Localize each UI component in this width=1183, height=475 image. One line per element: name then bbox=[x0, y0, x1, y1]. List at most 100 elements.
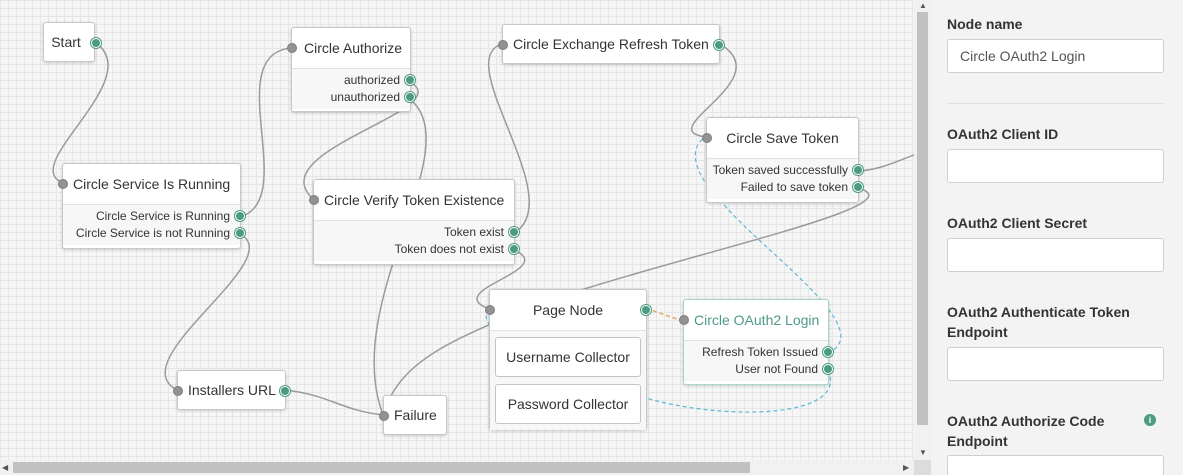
node-outputs: Refresh Token Issued User not Found bbox=[684, 340, 833, 381]
connection-service-authorize[interactable] bbox=[239, 47, 292, 218]
node-save-token[interactable]: Circle Save Token Token saved successful… bbox=[702, 117, 863, 203]
journey-canvas[interactable]: Start Circle Authorize authorized unauth… bbox=[0, 0, 914, 460]
output-label: unauthorized bbox=[330, 90, 400, 104]
node-title: Circle Authorize bbox=[304, 40, 403, 56]
node-title: Circle Service Is Running bbox=[73, 176, 231, 192]
connection-exist-exchange[interactable] bbox=[487, 43, 530, 234]
node-installers-url[interactable]: Installers URL bbox=[173, 370, 290, 410]
auth-token-endpoint-input[interactable] bbox=[947, 347, 1164, 381]
node-page[interactable]: Page Node Username Collector Password Co… bbox=[485, 289, 651, 430]
scroll-up-arrow-icon[interactable]: ▲ bbox=[919, 1, 927, 10]
input-port[interactable] bbox=[309, 195, 319, 205]
output-label: User not Found bbox=[735, 362, 818, 376]
node-exchange-refresh-token[interactable]: Circle Exchange Refresh Token bbox=[498, 24, 724, 64]
connection-installers-failure[interactable] bbox=[284, 389, 384, 416]
node-start-title: Start bbox=[51, 34, 81, 50]
username-collector[interactable]: Username Collector bbox=[495, 337, 641, 377]
input-port[interactable] bbox=[379, 411, 389, 421]
output-label: Failed to save token bbox=[740, 180, 848, 194]
output-unauthorized: unauthorized bbox=[292, 89, 415, 106]
output-failed-save: Failed to save token bbox=[707, 179, 863, 196]
client-id-label: OAuth2 Client ID bbox=[947, 126, 1059, 142]
node-title: Circle Exchange Refresh Token bbox=[513, 36, 709, 52]
vertical-scrollbar[interactable]: ▲ ▼ bbox=[914, 0, 931, 460]
output-user-not-found: User not Found bbox=[684, 361, 833, 378]
output-token-saved: Token saved successfully bbox=[707, 162, 863, 179]
output-port[interactable] bbox=[823, 364, 833, 374]
node-start[interactable]: Start bbox=[43, 22, 101, 62]
output-port[interactable] bbox=[714, 40, 724, 50]
node-title: Circle Save Token bbox=[726, 130, 839, 146]
input-port[interactable] bbox=[58, 179, 68, 189]
input-port[interactable] bbox=[485, 305, 495, 315]
output-port[interactable] bbox=[823, 347, 833, 357]
output-label: Token exist bbox=[443, 225, 504, 239]
output-port[interactable] bbox=[235, 228, 245, 238]
connection-userfound-page[interactable] bbox=[645, 369, 831, 413]
connection-exchange-save[interactable] bbox=[690, 43, 737, 138]
node-outputs: Circle Service is Running Circle Service… bbox=[63, 204, 245, 245]
output-refresh-issued: Refresh Token Issued bbox=[684, 344, 833, 361]
node-title: Circle OAuth2 Login bbox=[694, 312, 820, 328]
output-port[interactable] bbox=[405, 75, 415, 85]
scroll-left-arrow-icon[interactable]: ◀ bbox=[2, 463, 9, 472]
output-port[interactable] bbox=[509, 244, 519, 254]
node-name-input[interactable] bbox=[947, 39, 1164, 73]
password-collector[interactable]: Password Collector bbox=[495, 384, 641, 424]
input-port[interactable] bbox=[173, 386, 183, 396]
auth-token-endpoint-label: OAuth2 Authenticate Token Endpoint bbox=[947, 304, 1130, 340]
output-port[interactable] bbox=[280, 386, 290, 396]
node-properties-panel: Node name OAuth2 Client ID OAuth2 Client… bbox=[931, 0, 1183, 475]
output-port[interactable] bbox=[853, 182, 863, 192]
horizontal-scroll-thumb[interactable] bbox=[13, 462, 750, 473]
output-service-not-running: Circle Service is not Running bbox=[63, 225, 245, 242]
connection-page-oauth2[interactable] bbox=[645, 308, 684, 321]
output-label: authorized bbox=[343, 73, 400, 87]
scroll-down-arrow-icon[interactable]: ▼ bbox=[919, 448, 927, 457]
connection-start-service[interactable] bbox=[52, 41, 109, 185]
output-label: Token does not exist bbox=[394, 242, 504, 256]
input-port[interactable] bbox=[702, 133, 712, 143]
node-outputs: authorized unauthorized bbox=[292, 68, 415, 109]
connection-authorized-verify[interactable] bbox=[303, 81, 419, 200]
vertical-scroll-thumb[interactable] bbox=[917, 12, 928, 425]
authorize-code-endpoint-input[interactable] bbox=[947, 455, 1164, 475]
output-token-not-exist: Token does not exist bbox=[314, 241, 519, 258]
output-port[interactable] bbox=[641, 305, 651, 315]
node-title: Failure bbox=[394, 407, 437, 423]
connection-notexist-page[interactable] bbox=[476, 249, 526, 310]
node-service-running[interactable]: Circle Service Is Running Circle Service… bbox=[58, 163, 245, 249]
client-id-input[interactable] bbox=[947, 149, 1164, 183]
client-secret-input[interactable] bbox=[947, 238, 1164, 272]
node-title: Circle Verify Token Existence bbox=[324, 192, 505, 208]
node-circle-authorize[interactable]: Circle Authorize authorized unauthorized bbox=[287, 27, 415, 112]
info-circle-icon[interactable]: i bbox=[1144, 414, 1156, 426]
connection-service-installers[interactable] bbox=[164, 233, 250, 391]
output-port[interactable] bbox=[235, 211, 245, 221]
scroll-right-arrow-icon[interactable]: ▶ bbox=[903, 463, 910, 472]
input-port[interactable] bbox=[679, 315, 689, 325]
output-port[interactable] bbox=[853, 165, 863, 175]
output-service-running: Circle Service is Running bbox=[63, 208, 245, 225]
scrollbar-corner bbox=[914, 460, 931, 475]
node-title: Page Node bbox=[532, 302, 604, 318]
node-name-label: Node name bbox=[947, 16, 1023, 32]
output-port[interactable] bbox=[91, 38, 101, 48]
panel-divider bbox=[947, 103, 1164, 104]
connection-refresh-save[interactable] bbox=[694, 136, 842, 354]
node-outputs: Token saved successfully Failed to save … bbox=[707, 158, 863, 199]
input-port[interactable] bbox=[287, 43, 297, 53]
input-port[interactable] bbox=[498, 40, 508, 50]
output-label: Circle Service is Running bbox=[95, 209, 230, 223]
node-outputs: Token exist Token does not exist bbox=[314, 220, 519, 261]
node-verify-token[interactable]: Circle Verify Token Existence Token exis… bbox=[309, 179, 519, 265]
connection-saved-offscreen[interactable] bbox=[857, 154, 914, 172]
output-label: Token saved successfully bbox=[712, 163, 848, 177]
client-secret-label: OAuth2 Client Secret bbox=[947, 215, 1088, 231]
horizontal-scrollbar[interactable]: ◀ ▶ bbox=[0, 460, 914, 475]
output-port[interactable] bbox=[509, 227, 519, 237]
connection-failedsave-failure[interactable] bbox=[382, 187, 870, 416]
output-port[interactable] bbox=[405, 92, 415, 102]
node-failure[interactable]: Failure bbox=[379, 395, 447, 435]
node-oauth2-login[interactable]: Circle OAuth2 Login Refresh Token Issued… bbox=[679, 299, 833, 385]
